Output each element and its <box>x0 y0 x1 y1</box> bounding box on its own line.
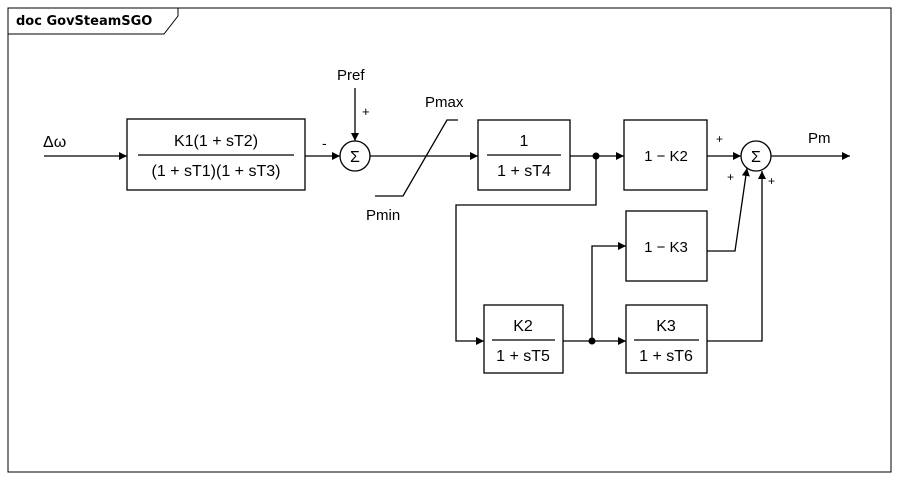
k2-gain-label: 1 − K2 <box>644 148 688 165</box>
t5-block: K2 1 + sT5 <box>483 304 564 374</box>
output-signal-label: Pm <box>808 130 831 147</box>
t6-to-sum2-wire <box>707 171 766 342</box>
t5-numerator: K2 <box>513 318 533 335</box>
sum2-plus-top: + <box>716 132 723 146</box>
t4-numerator: 1 <box>520 133 529 150</box>
k3-gain-block: 1 − K3 <box>625 210 708 282</box>
t4-block: 1 1 + sT4 <box>477 119 571 191</box>
limiter-characteristic <box>375 119 458 197</box>
t6-denominator: 1 + sT6 <box>639 348 693 365</box>
summing-junction-1: Σ <box>339 140 371 172</box>
pmin-label: Pmin <box>366 207 400 224</box>
sum2-plus-right: + <box>768 174 775 188</box>
t5-denominator: 1 + sT5 <box>496 348 550 365</box>
summing-junction-2: Σ <box>740 140 772 172</box>
sum1-symbol: Σ <box>350 149 360 166</box>
diagram-frame <box>7 7 892 473</box>
pmax-label: Pmax <box>425 94 464 111</box>
input-signal-label: Δω <box>43 134 66 151</box>
sum1-minus-sign: - <box>322 135 327 151</box>
t6-numerator: K3 <box>656 318 676 335</box>
lead-lag-numerator: K1(1 + sT2) <box>174 133 258 150</box>
sum2-symbol: Σ <box>751 149 761 166</box>
pref-label: Pref <box>337 67 365 84</box>
sum1-plus-sign: + <box>362 104 370 119</box>
t6-block: K3 1 + sT6 <box>625 304 708 374</box>
lead-lag-denominator: (1 + sT1)(1 + sT3) <box>152 163 281 180</box>
k2-gain-block: 1 − K2 <box>623 119 708 191</box>
k3-gain-label: 1 − K3 <box>644 239 688 256</box>
t4-denominator: 1 + sT4 <box>497 163 551 180</box>
frame-label-tab <box>7 7 179 35</box>
sum2-plus-left: + <box>727 170 734 184</box>
lead-lag-block: K1(1 + sT2) (1 + sT1)(1 + sT3) <box>126 118 306 191</box>
t5-to-k3-gain-wire <box>591 242 626 341</box>
frame-title: doc GovSteamSGO <box>16 14 152 29</box>
k3-gain-to-sum2-wire <box>707 167 750 252</box>
t4-feed-to-t5-wire <box>455 156 597 345</box>
